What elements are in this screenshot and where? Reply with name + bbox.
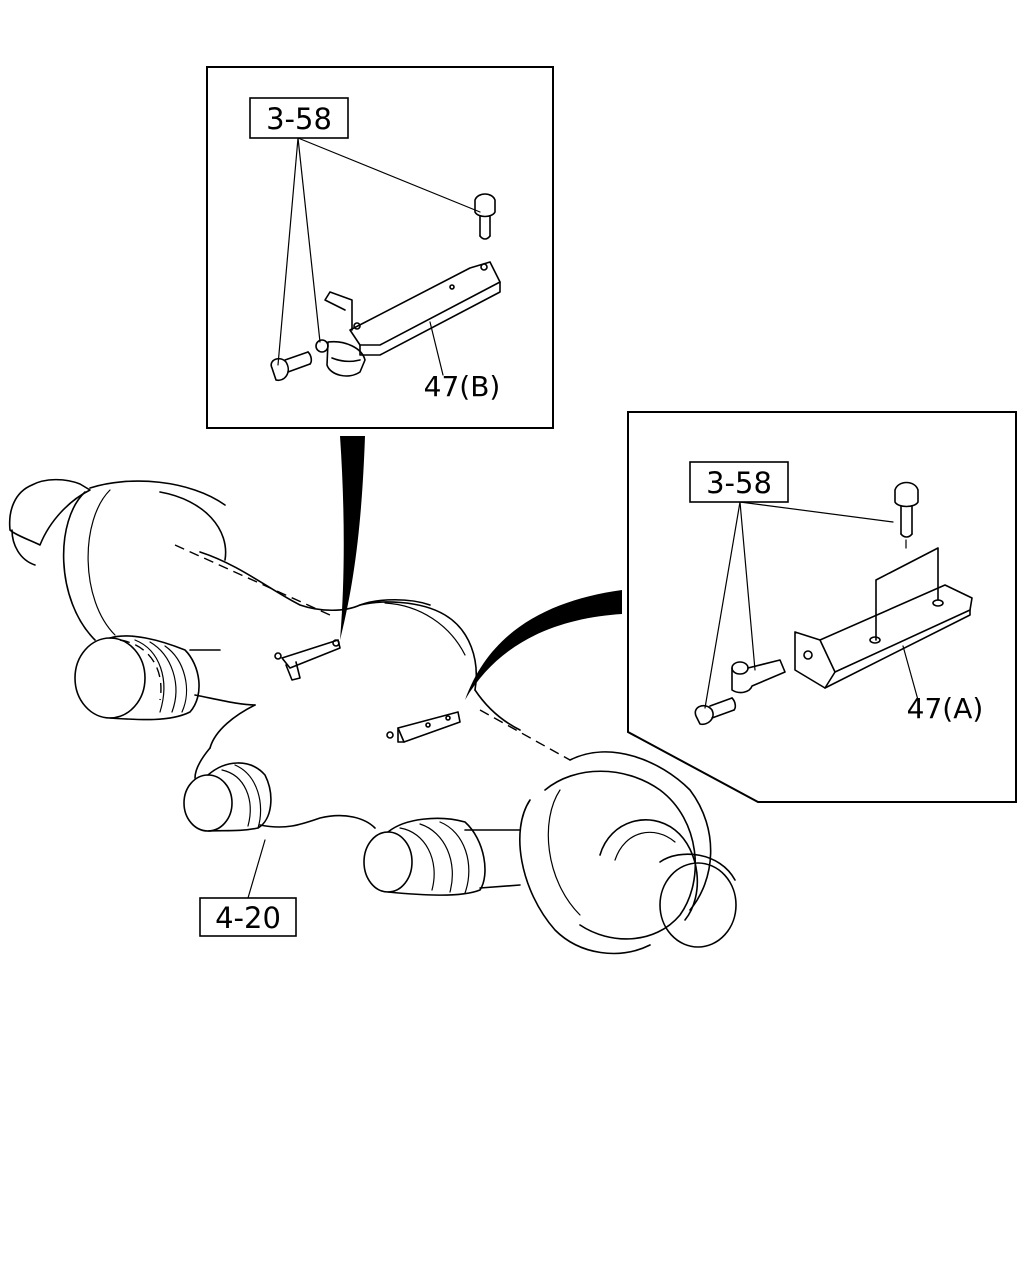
bracket-b-on-housing [274, 639, 341, 681]
diff-bottom [259, 814, 376, 829]
front-flange [183, 747, 272, 832]
housing-left-hidden [174, 544, 331, 616]
housing-upper-edge [199, 551, 431, 612]
diff-right-hidden [479, 709, 571, 761]
diff-inner-arc [384, 602, 466, 656]
left-flange [74, 635, 200, 721]
leader-b-3 [297, 137, 321, 343]
bracket-47a [794, 584, 973, 689]
diff-lower-left [209, 704, 256, 749]
diff-right-edge [474, 689, 521, 731]
callout-b-part: 47(B) [424, 370, 501, 403]
callout-main-ref-box [199, 897, 297, 937]
pointer-to-bracket-a [465, 590, 622, 700]
bolt-b-top [474, 193, 496, 240]
clamp-a [731, 659, 786, 694]
right-hub [519, 751, 737, 955]
callout-main-ref: 4-20 [215, 901, 281, 935]
callout-b-ref: 3-58 [266, 102, 332, 136]
callout-a-ref: 3-58 [706, 466, 772, 500]
left-hub [8, 478, 227, 641]
pointer-to-bracket-b [340, 436, 365, 640]
leader-47b [429, 321, 444, 376]
inset-a-frame [627, 411, 1017, 803]
callout-b-ref-box [249, 97, 349, 139]
leader-b-2 [277, 137, 299, 366]
leader-b-1 [297, 137, 481, 213]
bracket-a-on-housing [386, 711, 461, 743]
callout-a-ref-box [689, 461, 789, 503]
leader-a-2 [704, 501, 741, 709]
callout-a-part: 47(A) [907, 692, 984, 725]
leader-4-20 [247, 839, 266, 899]
right-small-flange [363, 817, 521, 896]
bolt-a-bottom [694, 697, 737, 726]
axle-housing [8, 478, 737, 955]
housing-left-bottom [194, 694, 256, 706]
inset-a: 3-58 47(A) [627, 411, 1017, 803]
leader-47a [902, 645, 919, 701]
inset-b: 3-58 47(B) [206, 66, 554, 429]
bolt-a-top [894, 481, 919, 549]
bolt-b-bottom [270, 351, 313, 382]
clamp-b [315, 339, 366, 377]
plate-hidden-outline [875, 547, 939, 641]
diff-top-arc [359, 601, 477, 691]
leader-a-3 [739, 501, 756, 671]
leader-a-1 [739, 501, 894, 523]
